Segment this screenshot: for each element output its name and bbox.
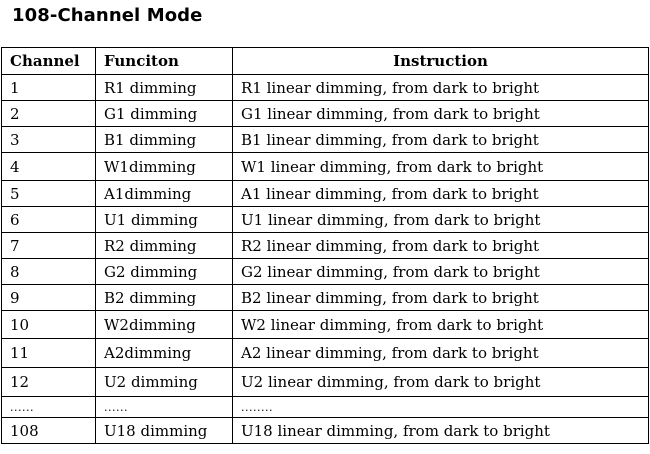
instruction-cell: B2 linear dimming, from dark to bright: [232, 284, 649, 311]
channel-cell: 5: [1, 180, 96, 207]
function-cell: G1 dimming: [95, 100, 233, 127]
channel-cell: 7: [1, 232, 96, 259]
function-cell: B2 dimming: [95, 284, 233, 311]
function-cell: A1dimming: [95, 180, 233, 207]
table-row: 8 G2 dimming G2 linear dimming, from dar…: [1, 258, 649, 285]
function-cell: U2 dimming: [95, 367, 233, 397]
instruction-cell: W1 linear dimming, from dark to bright: [232, 152, 649, 181]
column-header-function: Funciton: [95, 47, 233, 75]
channel-cell: 11: [1, 338, 96, 368]
column-header-instruction: Instruction: [232, 47, 649, 75]
instruction-cell: W2 linear dimming, from dark to bright: [232, 310, 649, 339]
function-cell: U18 dimming: [95, 417, 233, 444]
table-row: 6 U1 dimming U1 linear dimming, from dar…: [1, 206, 649, 233]
table-row: 1 R1 dimming R1 linear dimming, from dar…: [1, 74, 649, 101]
function-cell: R1 dimming: [95, 74, 233, 101]
table-row: 2 G1 dimming G1 linear dimming, from dar…: [1, 100, 649, 127]
instruction-cell: B1 linear dimming, from dark to bright: [232, 126, 649, 153]
function-cell: W2dimming: [95, 310, 233, 339]
instruction-cell: G1 linear dimming, from dark to bright: [232, 100, 649, 127]
function-cell: U1 dimming: [95, 206, 233, 233]
instruction-cell: U18 linear dimming, from dark to bright: [232, 417, 649, 444]
table-row: 4 W1dimming W1 linear dimming, from dark…: [1, 152, 649, 181]
function-cell: G2 dimming: [95, 258, 233, 285]
channel-cell: 8: [1, 258, 96, 285]
channel-cell: 10: [1, 310, 96, 339]
channel-cell: 6: [1, 206, 96, 233]
instruction-cell: R2 linear dimming, from dark to bright: [232, 232, 649, 259]
instruction-cell: G2 linear dimming, from dark to bright: [232, 258, 649, 285]
table-row: 108 U18 dimming U18 linear dimming, from…: [1, 417, 649, 444]
table-row: 5 A1dimming A1 linear dimming, from dark…: [1, 180, 649, 207]
table-row: 12 U2 dimming U2 linear dimming, from da…: [1, 367, 649, 397]
table-row-ellipsis: ...... ...... ........: [1, 396, 649, 418]
channel-cell: 108: [1, 417, 96, 444]
channel-table: Channel Funciton Instruction 1 R1 dimmin…: [1, 47, 649, 444]
channel-cell: 4: [1, 152, 96, 181]
column-header-channel: Channel: [1, 47, 96, 75]
channel-cell: 1: [1, 74, 96, 101]
instruction-cell: A2 linear dimming, from dark to bright: [232, 338, 649, 368]
channel-cell: 3: [1, 126, 96, 153]
table-row: 7 R2 dimming R2 linear dimming, from dar…: [1, 232, 649, 259]
channel-cell: ......: [1, 396, 96, 418]
function-cell: B1 dimming: [95, 126, 233, 153]
table-row: 9 B2 dimming B2 linear dimming, from dar…: [1, 284, 649, 311]
table-row: 11 A2dimming A2 linear dimming, from dar…: [1, 338, 649, 368]
channel-cell: 12: [1, 367, 96, 397]
instruction-cell: R1 linear dimming, from dark to bright: [232, 74, 649, 101]
function-cell: W1dimming: [95, 152, 233, 181]
instruction-cell: U2 linear dimming, from dark to bright: [232, 367, 649, 397]
function-cell: R2 dimming: [95, 232, 233, 259]
function-cell: ......: [95, 396, 233, 418]
page-title: 108-Channel Mode: [12, 5, 203, 26]
instruction-cell: U1 linear dimming, from dark to bright: [232, 206, 649, 233]
channel-cell: 2: [1, 100, 96, 127]
instruction-cell: ........: [232, 396, 649, 418]
table-row: 3 B1 dimming B1 linear dimming, from dar…: [1, 126, 649, 153]
instruction-cell: A1 linear dimming, from dark to bright: [232, 180, 649, 207]
table-row: 10 W2dimming W2 linear dimming, from dar…: [1, 310, 649, 339]
table-header-row: Channel Funciton Instruction: [1, 47, 649, 75]
function-cell: A2dimming: [95, 338, 233, 368]
channel-cell: 9: [1, 284, 96, 311]
